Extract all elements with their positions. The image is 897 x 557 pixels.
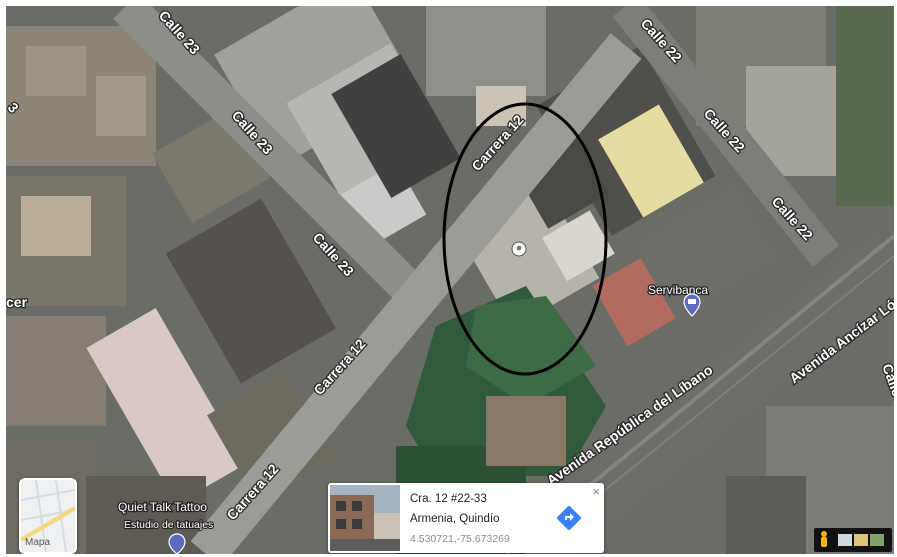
buildings-top [214,6,546,250]
location-pin-icon[interactable] [511,241,527,257]
map-layer-label: Mapa [25,537,51,548]
map-viewport[interactable]: Calle 23 Calle 23 Calle 23 Calle 22 Call… [6,6,894,554]
street-photo-icon [330,485,400,551]
place-info-card[interactable]: Cra. 12 #22-33 Armenia, Quindío 4.530721… [328,483,604,553]
imagery-thumb-icon[interactable] [838,534,852,546]
place-city: Armenia, Quindío [410,513,500,525]
poi-label-tattoo: Quiet Talk Tattoo [118,500,207,514]
highlight-circle [442,102,608,376]
map-layer-toggle[interactable]: Mapa [19,478,77,554]
map-thumbnail-icon [21,480,75,552]
pegman-icon[interactable] [821,531,827,547]
satellite-map[interactable]: Calle 23 Calle 23 Calle 23 Calle 22 Call… [6,6,894,554]
place-address: Cra. 12 #22-33 [410,493,487,505]
directions-arrow-icon [557,506,581,530]
poi-label-servibanca: Servibanca [648,283,708,297]
close-button[interactable]: × [592,484,600,499]
imagery-thumb-icon[interactable] [854,534,868,546]
directions-button[interactable] [556,505,582,531]
shop-icon[interactable] [168,533,186,554]
map-controls[interactable] [814,528,892,552]
bank-icon[interactable] [683,293,701,317]
street-view-thumbnail[interactable] [330,485,400,551]
imagery-thumb-icon[interactable] [870,534,884,546]
road-label-edge-left: cer [6,294,28,310]
place-coordinates: 4.530721,-75.673269 [410,533,510,545]
poi-sub-tattoo: Estudio de tatuajes [124,519,213,531]
